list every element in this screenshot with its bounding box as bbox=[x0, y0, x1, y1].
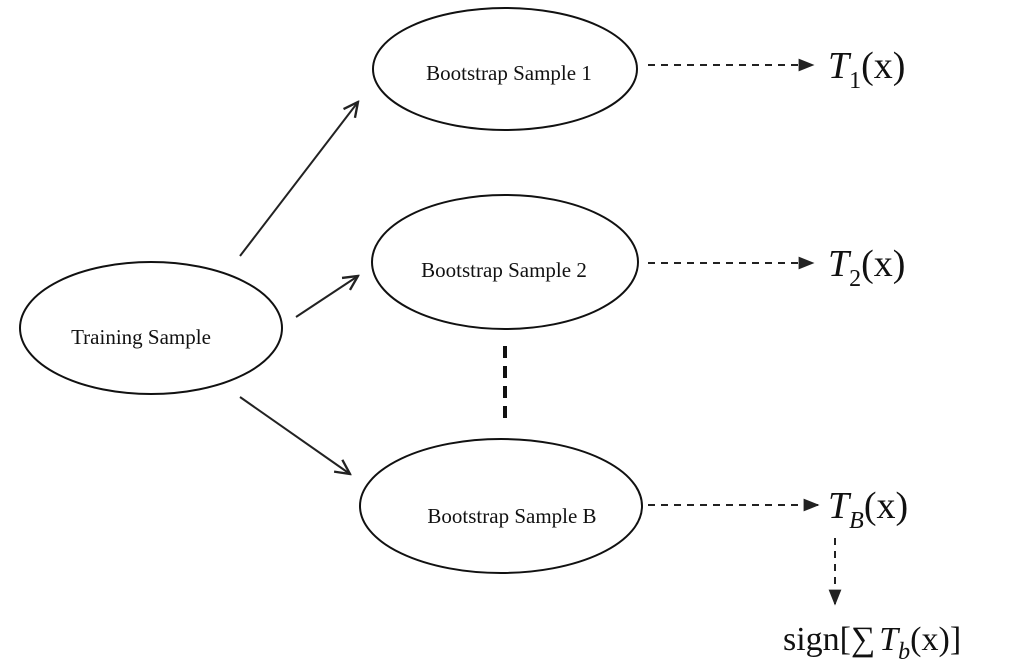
arrow-training-to-sample-b bbox=[239, 396, 350, 474]
bootstrap-sample-1-ellipse bbox=[372, 7, 638, 131]
training-sample-node: Training Sample bbox=[19, 261, 283, 395]
final-subscript: b bbox=[898, 639, 910, 665]
t2-output-label: T2(x) bbox=[828, 243, 905, 292]
t1-base: T bbox=[828, 45, 852, 87]
bootstrap-sample-b-ellipse bbox=[359, 438, 643, 574]
training-sample-label: Training Sample bbox=[71, 325, 211, 349]
bootstrap-sample-1-node: Bootstrap Sample 1 bbox=[372, 7, 638, 131]
tb-output-label: TB(x) bbox=[828, 485, 908, 534]
bootstrap-sample-b-label: Bootstrap Sample B bbox=[427, 504, 596, 528]
final-suffix: ] bbox=[950, 621, 961, 658]
tb-base: T bbox=[828, 485, 852, 527]
training-sample-ellipse bbox=[19, 261, 283, 395]
bootstrap-sample-1-label: Bootstrap Sample 1 bbox=[426, 61, 592, 85]
t2-argument: (x) bbox=[861, 243, 905, 285]
t1-output-label: T1(x) bbox=[828, 45, 905, 94]
t2-base: T bbox=[828, 243, 852, 285]
arrow-training-to-sample-2 bbox=[295, 276, 358, 318]
bootstrap-sample-b-node: Bootstrap Sample B bbox=[359, 438, 643, 574]
final-base: T bbox=[879, 621, 900, 658]
final-prefix: sign[ bbox=[783, 621, 851, 658]
t2-subscript: 2 bbox=[849, 266, 861, 292]
t1-argument: (x) bbox=[861, 45, 905, 87]
bootstrap-sample-2-label: Bootstrap Sample 2 bbox=[421, 258, 587, 282]
t1-subscript: 1 bbox=[849, 68, 861, 94]
final-argument: (x) bbox=[910, 621, 950, 658]
bootstrap-sample-2-ellipse bbox=[371, 194, 639, 330]
final-vote-expression: sign[∑Tb(x)] bbox=[783, 621, 961, 665]
arrow-training-to-sample-1 bbox=[239, 102, 358, 257]
bootstrap-sample-2-node: Bootstrap Sample 2 bbox=[371, 194, 639, 330]
tb-subscript: B bbox=[849, 508, 864, 534]
tb-argument: (x) bbox=[864, 485, 908, 527]
final-sum-symbol: ∑ bbox=[851, 621, 875, 658]
